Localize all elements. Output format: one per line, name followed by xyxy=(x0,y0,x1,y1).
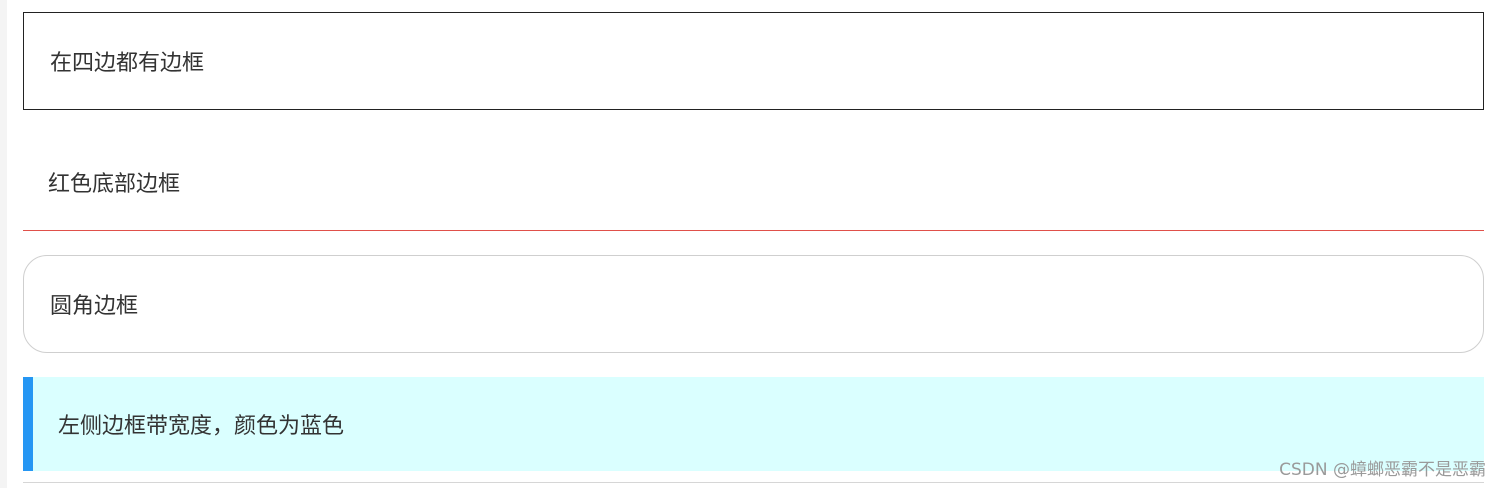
box-border-left-blue-label: 左侧边框带宽度，颜色为蓝色 xyxy=(58,414,345,439)
csdn-watermark: CSDN @蟑螂恶霸不是恶霸 xyxy=(1279,460,1486,480)
box-border-rounded: 圆角边框 xyxy=(23,255,1484,353)
box-border-left-blue: 左侧边框带宽度，颜色为蓝色 xyxy=(23,377,1484,471)
box-border-rounded-label: 圆角边框 xyxy=(50,294,139,319)
box-border-red-bottom-label: 红色底部边框 xyxy=(48,171,181,197)
left-edge-strip xyxy=(0,0,7,488)
bottom-divider xyxy=(23,482,1484,483)
box-border-red-bottom: 红色底部边框 xyxy=(23,133,1484,231)
box-border-all-sides: 在四边都有边框 xyxy=(23,12,1484,110)
box-border-all-sides-label: 在四边都有边框 xyxy=(50,51,205,76)
